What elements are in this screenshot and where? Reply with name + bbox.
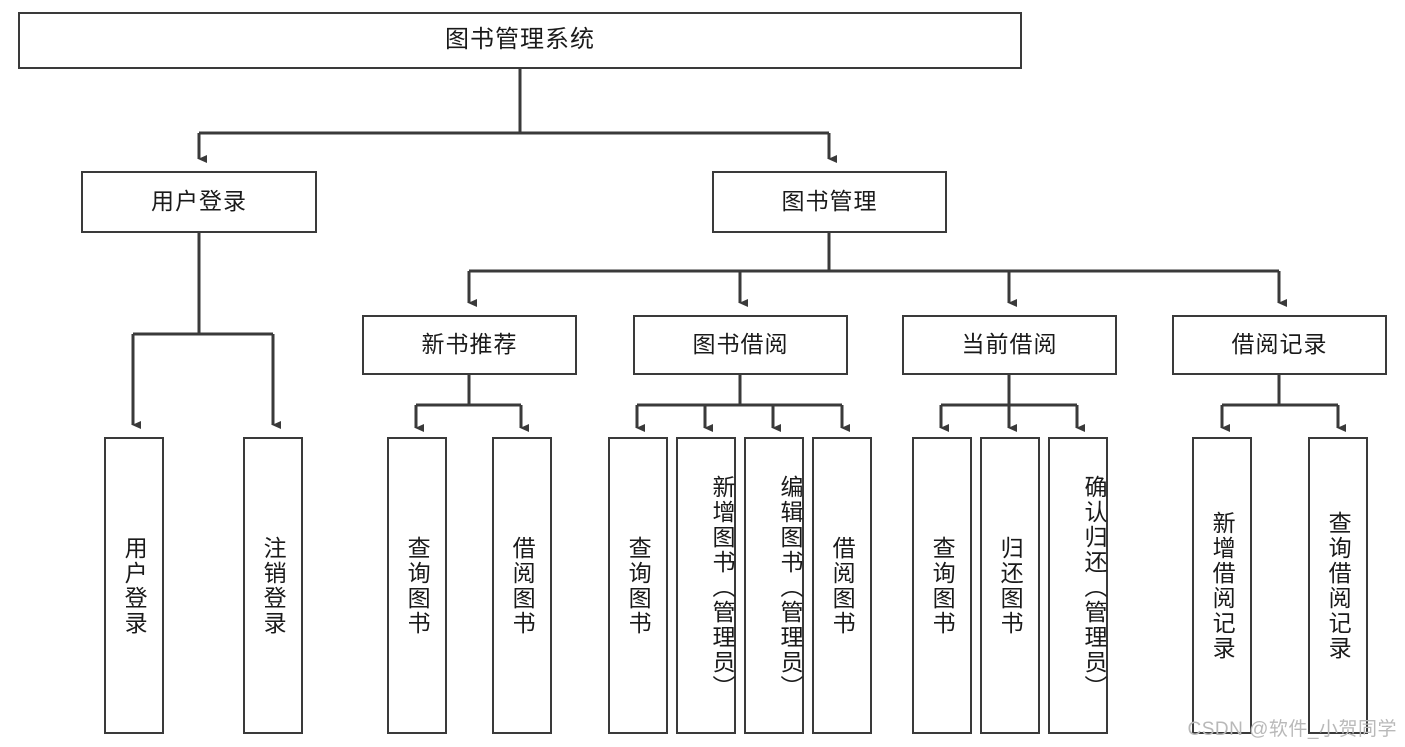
node-label: 图书管理 <box>781 188 878 215</box>
node-user-login[interactable]: 用户登录 <box>81 171 317 233</box>
leaf-node-borrow-book[interactable]: 借阅图书 <box>812 437 872 734</box>
node-label: 图书管理系统 <box>445 26 595 54</box>
node-label: 借阅图书 <box>509 535 536 636</box>
node-label: 注销登录 <box>260 535 287 636</box>
leaf-node-query-borrow-record[interactable]: 查询借阅记录 <box>1308 437 1368 734</box>
node-label: 用户登录 <box>121 535 148 636</box>
node-root-system[interactable]: 图书管理系统 <box>18 12 1022 69</box>
leaf-node-query-book-current[interactable]: 查询图书 <box>912 437 972 734</box>
node-label: 归还图书 <box>997 535 1024 636</box>
node-label: 图书借阅 <box>692 331 789 358</box>
node-label: 新书推荐 <box>421 331 518 358</box>
leaf-node-edit-book[interactable]: 编辑图书（管理员） <box>744 437 804 734</box>
leaf-node-query-book-recommend[interactable]: 查询图书 <box>387 437 447 734</box>
leaf-node-confirm-return[interactable]: 确认归还（管理员） <box>1048 437 1108 734</box>
leaf-node-query-book-borrow[interactable]: 查询图书 <box>608 437 668 734</box>
leaf-node-add-borrow-record[interactable]: 新增借阅记录 <box>1192 437 1252 734</box>
leaf-node-add-book[interactable]: 新增图书（管理员） <box>676 437 736 734</box>
leaf-node-logout[interactable]: 注销登录 <box>243 437 303 734</box>
node-book-borrow[interactable]: 图书借阅 <box>633 315 848 375</box>
node-label: 查询借阅记录 <box>1325 510 1352 661</box>
node-label: 编辑图书（管理员） <box>777 475 803 700</box>
node-label: 借阅图书 <box>829 535 856 636</box>
node-label: 借阅记录 <box>1231 331 1328 358</box>
node-label: 新增借阅记录 <box>1209 510 1236 661</box>
node-current-borrow[interactable]: 当前借阅 <box>902 315 1117 375</box>
node-label: 查询图书 <box>929 535 956 636</box>
csdn-watermark: CSDN @软件_小贺同学 <box>1187 719 1397 740</box>
node-label: 新增图书（管理员） <box>709 475 735 700</box>
node-label: 用户登录 <box>151 188 247 215</box>
node-label: 当前借阅 <box>961 331 1058 358</box>
node-label: 确认归还（管理员） <box>1081 475 1107 700</box>
node-label: 查询图书 <box>404 535 431 636</box>
node-borrow-record[interactable]: 借阅记录 <box>1172 315 1387 375</box>
leaf-node-user-login[interactable]: 用户登录 <box>104 437 164 734</box>
leaf-node-borrow-book-recommend[interactable]: 借阅图书 <box>492 437 552 734</box>
leaf-node-return-book[interactable]: 归还图书 <box>980 437 1040 734</box>
node-label: 查询图书 <box>625 535 652 636</box>
node-new-book-recommend[interactable]: 新书推荐 <box>362 315 577 375</box>
node-book-management[interactable]: 图书管理 <box>712 171 947 233</box>
